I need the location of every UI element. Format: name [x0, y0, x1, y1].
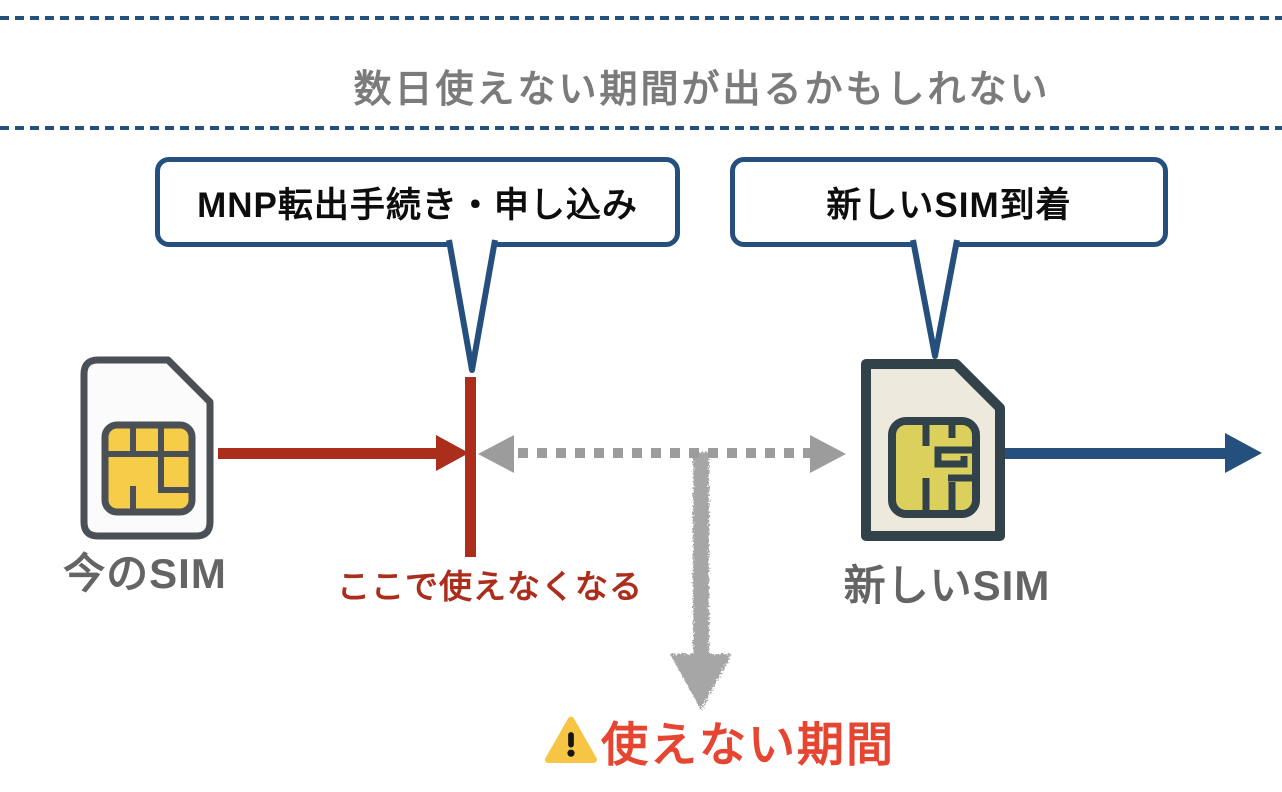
cutoff-tick: [465, 377, 476, 557]
new-sim-card-icon: [861, 359, 1005, 541]
downtime-caption: 使えない期間: [520, 706, 920, 775]
current-sim-card-icon: [80, 356, 214, 540]
bubble-sim-arrival: 新しいSIM到着: [730, 157, 1168, 247]
warning-triangle-icon: [545, 716, 597, 763]
new-sim-label: 新しいSIM: [843, 562, 1051, 609]
current-sim-label: 今のSIM: [63, 550, 227, 597]
gap-arrow-right-head: [810, 435, 846, 473]
new-sim-arrow-shaft: [1005, 448, 1225, 459]
bubble-mnp-procedure-label: MNP転出手続き・申し込み: [197, 185, 638, 225]
downtime-arrow: [670, 452, 732, 710]
gap-arrow-left-head: [478, 435, 514, 473]
bubble-sim-arrival-label: 新しいSIM到着: [826, 185, 1072, 225]
bubble-sim-arrival-tail: [910, 239, 960, 359]
bubble-mnp-procedure: MNP転出手続き・申し込み: [155, 157, 680, 247]
gap-arrow-dotted-shaft: [518, 448, 810, 458]
downtime-label: 使えない期間: [601, 718, 895, 771]
diagram-title: 数日使えない期間が出るかもしれない: [353, 69, 1051, 111]
cutoff-label: ここで使えなくなる: [337, 568, 643, 605]
new-sim-arrow-head: [1225, 433, 1262, 473]
current-sim-arrow-shaft: [218, 448, 438, 459]
bottom-dashed-separator: [0, 126, 1282, 130]
bubble-mnp-tail: [446, 239, 498, 373]
top-dashed-separator: [0, 16, 1282, 20]
current-sim-arrow-head: [436, 435, 469, 471]
